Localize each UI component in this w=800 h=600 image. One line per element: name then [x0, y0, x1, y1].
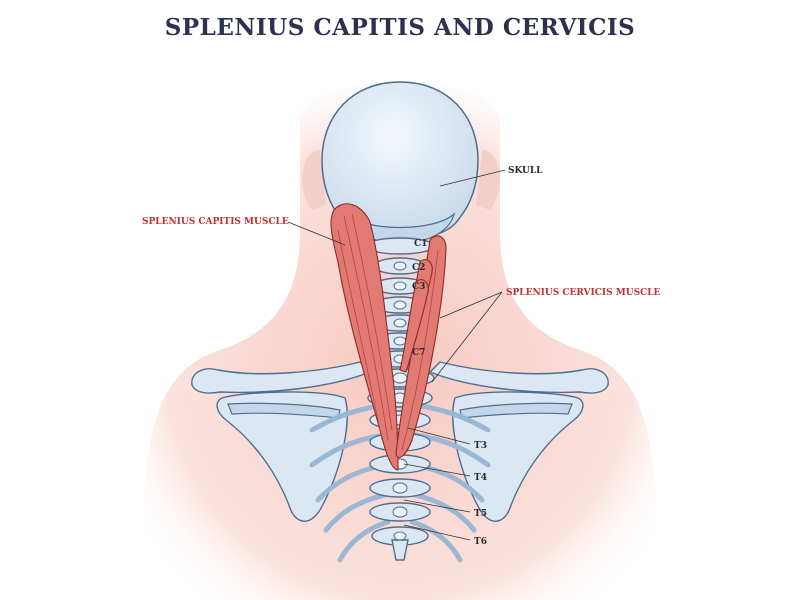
- label-c2: C2: [412, 263, 425, 273]
- right-scapula: [452, 391, 584, 522]
- label-splenius-capitis: SPLENIUS CAPITIS MUSCLE: [142, 217, 289, 227]
- label-splenius-cervicis: SPLENIUS CERVICIS MUSCLE: [506, 288, 661, 298]
- label-t6: T6: [474, 537, 487, 547]
- label-c1: C1: [414, 239, 427, 249]
- label-skull: SKULL: [508, 166, 543, 176]
- splenius-cervicis-muscle: [395, 235, 447, 458]
- leader-lines: [287, 169, 506, 541]
- label-c3: C3: [412, 282, 425, 292]
- right-ear: [476, 150, 500, 210]
- left-ear: [302, 150, 326, 210]
- label-c7: C7: [412, 348, 425, 358]
- left-scapula: [216, 391, 348, 522]
- splenius-capitis-muscle: [330, 203, 399, 471]
- right-clavicle: [428, 361, 609, 394]
- label-t3: T3: [474, 441, 487, 451]
- label-t4: T4: [474, 473, 487, 483]
- label-t5: T5: [474, 509, 487, 519]
- diagram-title: SPLENIUS CAPITIS AND CERVICIS: [164, 14, 636, 41]
